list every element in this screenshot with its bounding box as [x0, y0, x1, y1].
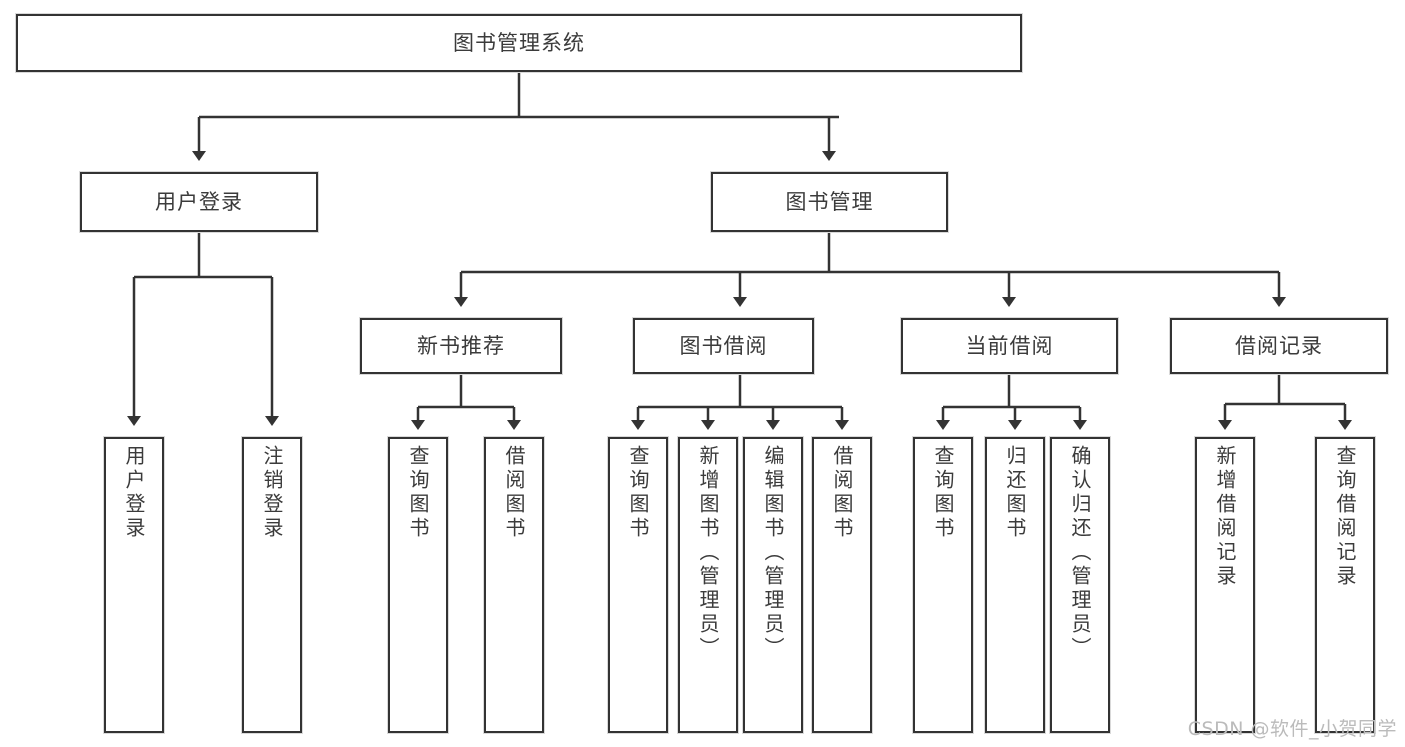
- node-user-login-label: 用户登录: [155, 189, 243, 214]
- node-root-label: 图书管理系统: [453, 30, 585, 55]
- leaf-return-book-label: 归还图书: [1003, 445, 1027, 541]
- leaf-query-borrow-record[interactable]: 查询借阅记录: [1315, 437, 1375, 733]
- leaf-query-book-cur[interactable]: 查询图书: [913, 437, 973, 733]
- leaf-borrow-book-rec[interactable]: 借阅图书: [484, 437, 544, 733]
- leaf-confirm-return-admin-label: 确认归还（管理员）: [1068, 445, 1092, 661]
- node-borrow-record[interactable]: 借阅记录: [1170, 318, 1388, 374]
- node-book-borrow[interactable]: 图书借阅: [633, 318, 814, 374]
- leaf-confirm-return-admin[interactable]: 确认归还（管理员）: [1050, 437, 1110, 733]
- leaf-query-book-borrow-label: 查询图书: [626, 445, 650, 541]
- leaf-user-login-label: 用户登录: [122, 445, 146, 541]
- leaf-edit-book-admin-label: 编辑图书（管理员）: [761, 445, 785, 661]
- leaf-add-borrow-record-label: 新增借阅记录: [1213, 445, 1237, 589]
- node-current-borrow[interactable]: 当前借阅: [901, 318, 1118, 374]
- leaf-return-book[interactable]: 归还图书: [985, 437, 1045, 733]
- node-root[interactable]: 图书管理系统: [16, 14, 1022, 72]
- watermark: CSDN @软件_小贺同学: [1187, 718, 1397, 740]
- leaf-query-book-rec[interactable]: 查询图书: [388, 437, 448, 733]
- leaf-user-logout-label: 注销登录: [260, 445, 284, 541]
- leaf-query-book-cur-label: 查询图书: [931, 445, 955, 541]
- leaf-borrow-book[interactable]: 借阅图书: [812, 437, 872, 733]
- leaf-user-login[interactable]: 用户登录: [104, 437, 164, 733]
- leaf-add-book-admin-label: 新增图书（管理员）: [696, 445, 720, 661]
- node-book-borrow-label: 图书借阅: [679, 333, 768, 358]
- node-user-login[interactable]: 用户登录: [80, 172, 318, 232]
- leaf-borrow-book-rec-label: 借阅图书: [502, 445, 526, 541]
- node-current-borrow-label: 当前借阅: [965, 333, 1054, 358]
- node-new-book-recommend-label: 新书推荐: [417, 333, 505, 358]
- node-book-manage[interactable]: 图书管理: [711, 172, 948, 232]
- leaf-edit-book-admin[interactable]: 编辑图书（管理员）: [743, 437, 803, 733]
- leaf-user-logout[interactable]: 注销登录: [242, 437, 302, 733]
- node-book-manage-label: 图书管理: [785, 189, 874, 214]
- leaf-query-book-rec-label: 查询图书: [406, 445, 430, 541]
- leaf-query-book-borrow[interactable]: 查询图书: [608, 437, 668, 733]
- leaf-add-book-admin[interactable]: 新增图书（管理员）: [678, 437, 738, 733]
- node-new-book-recommend[interactable]: 新书推荐: [360, 318, 562, 374]
- leaf-borrow-book-label: 借阅图书: [830, 445, 854, 541]
- leaf-query-borrow-record-label: 查询借阅记录: [1333, 445, 1357, 589]
- leaf-add-borrow-record[interactable]: 新增借阅记录: [1195, 437, 1255, 733]
- node-borrow-record-label: 借阅记录: [1235, 333, 1323, 358]
